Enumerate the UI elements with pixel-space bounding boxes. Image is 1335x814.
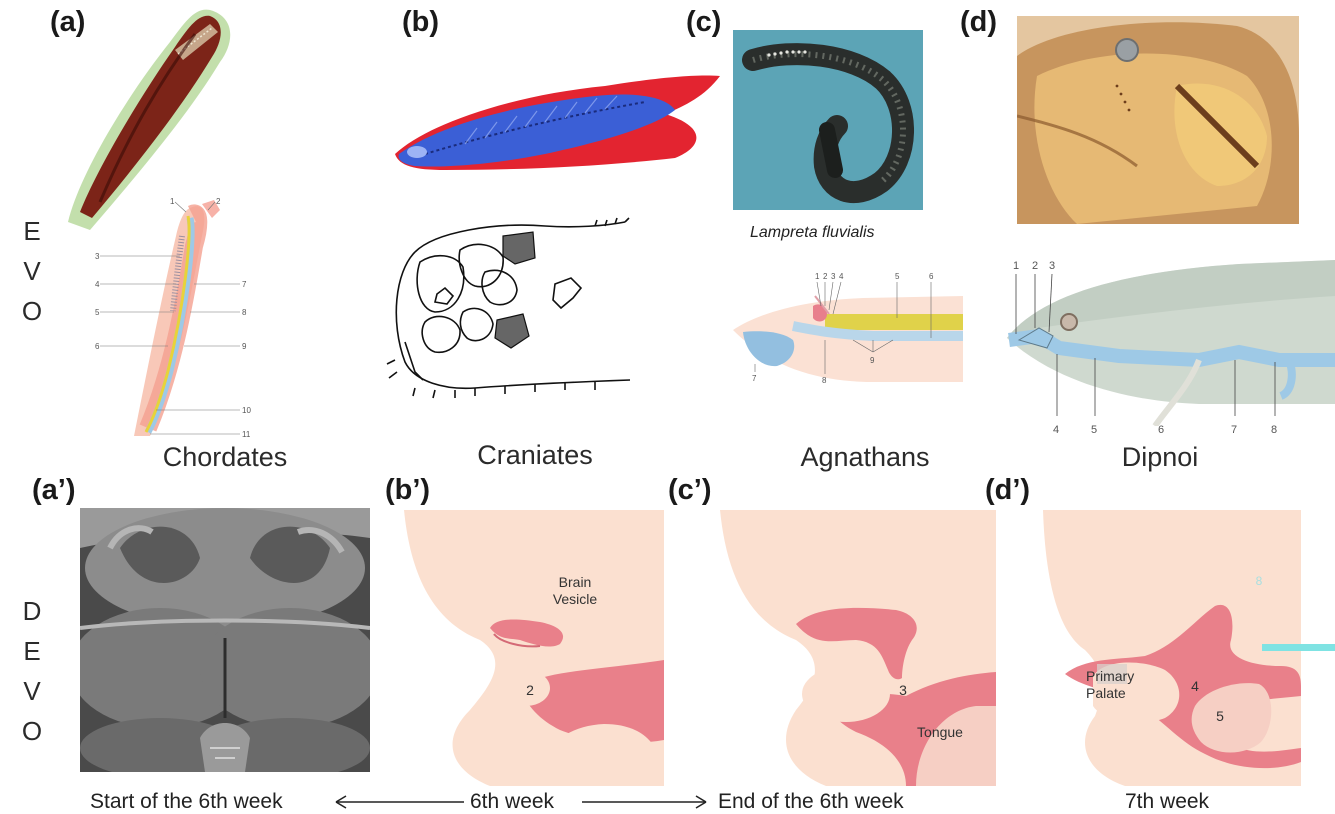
devo-letter-e: E [17, 636, 47, 667]
amphioxus-num-8: 8 [242, 308, 246, 317]
lamprey-num-3: 3 [831, 272, 835, 281]
amphioxus-num-5: 5 [95, 308, 99, 317]
craniate-skull-drawing [375, 212, 635, 402]
panel-label-c: (c) [686, 6, 721, 39]
lungfish-head-photo [1017, 16, 1299, 224]
brain-vesicle-label: Brain Vesicle [540, 574, 610, 608]
dipnoi-num-6: 6 [1158, 424, 1164, 436]
panel-label-d: (d) [960, 6, 997, 39]
primary-palate-label: Primary Palate [1086, 668, 1150, 702]
embryo-d2-number-5: 5 [1210, 708, 1230, 725]
dipnoi-num-8: 8 [1271, 424, 1277, 436]
evo-letter-o: O [17, 296, 47, 327]
lamprey-photo [733, 30, 923, 210]
evo-letter-v: V [17, 256, 47, 287]
species-caption: Lampreta fluvialis [750, 224, 875, 242]
panel-label-a-prime: (a’) [32, 474, 76, 507]
dipnoi-num-7: 7 [1231, 424, 1237, 436]
lamprey-num-4: 4 [839, 272, 843, 281]
group-label-chordates: Chordates [140, 442, 310, 473]
panel-label-b: (b) [402, 6, 439, 39]
timeline-mid-label: 6th week [470, 790, 554, 814]
cyan-marker-bar [1262, 644, 1335, 651]
amphioxus-num-6: 6 [95, 342, 99, 351]
lungfish-diagram [999, 256, 1335, 426]
devo-letter-d: D [17, 596, 47, 627]
evo-letter-e: E [17, 216, 47, 247]
dipnoi-num-5: 5 [1091, 424, 1097, 436]
lamprey-num-6: 6 [929, 272, 933, 281]
dipnoi-num-2: 2 [1032, 260, 1038, 272]
lamprey-num-8: 8 [822, 376, 826, 385]
panel-label-d-prime: (d’) [985, 474, 1030, 507]
timeline-start-label: Start of the 6th week [90, 790, 283, 814]
lamprey-num-2: 2 [823, 272, 827, 281]
lamprey-num-1: 1 [815, 272, 819, 281]
group-label-agnathans: Agnathans [775, 442, 955, 473]
group-label-craniates: Craniates [450, 440, 620, 471]
amphioxus-num-9: 9 [242, 342, 246, 351]
devo-letter-v: V [17, 676, 47, 707]
lamprey-diagram [733, 270, 963, 400]
devo-letter-o: O [17, 716, 47, 747]
amphioxus-num-1: 1 [170, 197, 174, 206]
lamprey-num-5: 5 [895, 272, 899, 281]
amphioxus-num-11: 11 [242, 430, 250, 439]
timeline-arrow-left [332, 792, 468, 812]
embryo-end-6th-week-diagram [706, 510, 996, 786]
amphioxus-num-10: 10 [242, 406, 251, 415]
amphioxus-num-4: 4 [95, 280, 99, 289]
embryo-b2-number-2: 2 [520, 682, 540, 699]
timeline-end-label: End of the 6th week [718, 790, 904, 814]
lamprey-num-7: 7 [752, 374, 756, 383]
amphioxus-num-2: 2 [216, 197, 220, 206]
panel-label-c-prime: (c’) [668, 474, 712, 507]
dipnoi-num-4: 4 [1053, 424, 1059, 436]
group-label-dipnoi: Dipnoi [1085, 442, 1235, 473]
embryo-c2-number-3: 3 [893, 682, 913, 699]
lamprey-num-9: 9 [870, 356, 874, 365]
sem-embryo-image [80, 508, 370, 772]
embryo-d2-number-4: 4 [1185, 678, 1205, 695]
tongue-label: Tongue [905, 724, 975, 741]
timeline-last-label: 7th week [1125, 790, 1209, 814]
embryo-6th-week-diagram [390, 510, 664, 786]
dipnoi-num-1: 1 [1013, 260, 1019, 272]
amphioxus-num-7: 7 [242, 280, 246, 289]
timeline-arrow-right [580, 792, 712, 812]
amphioxus-diagram [90, 196, 300, 446]
amphioxus-num-3: 3 [95, 252, 99, 261]
dipnoi-num-3: 3 [1049, 260, 1055, 272]
panel-label-b-prime: (b’) [385, 474, 430, 507]
embryo-d2-number-8: 8 [1249, 573, 1269, 590]
stained-fish-image [385, 66, 725, 176]
